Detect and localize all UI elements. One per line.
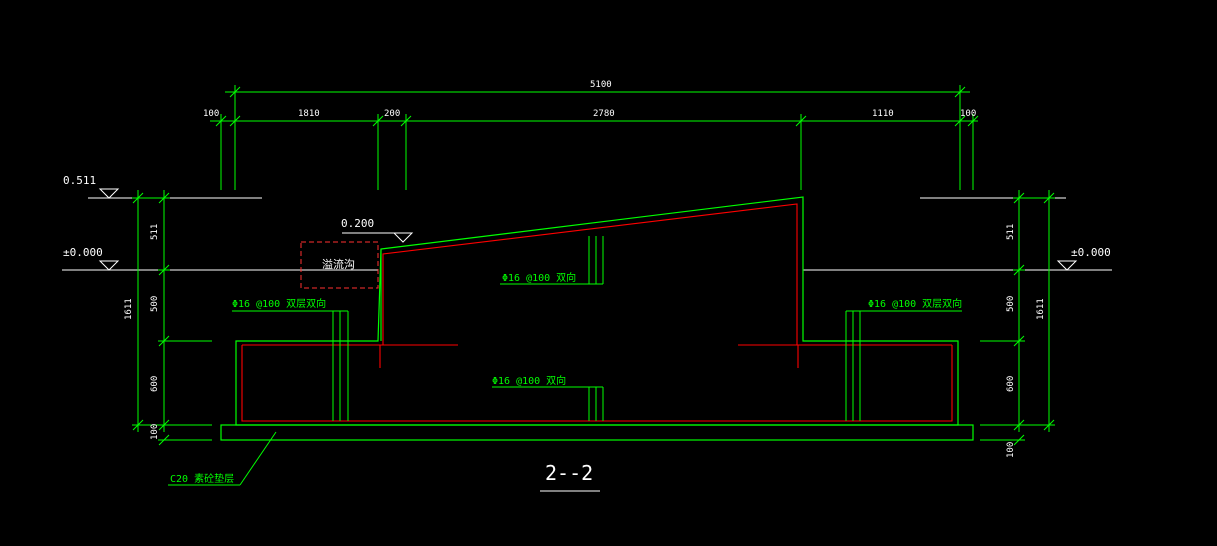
elevation-ground-left: ±0.000 [63,246,103,259]
dim-right-600: 600 [1006,376,1016,392]
elevation-ground-right: ±0.000 [1071,246,1111,259]
dim-seg-1110: 1110 [872,109,894,119]
label-rebar-slope: Φ16 @100 双向 [502,271,576,284]
dim-seg-200: 200 [384,109,400,119]
dim-left-100: 100 [150,424,160,440]
dim-right-1611: 1611 [1036,298,1046,320]
label-rebar-bottom: Φ16 @100 双向 [492,374,566,387]
dim-right-511: 511 [1006,224,1016,240]
top-dimension-chain [210,85,979,190]
dim-right-100: 100 [1006,442,1016,458]
right-dimension-texts: 511 500 600 100 1611 [1006,224,1046,458]
dim-seg-2780: 2780 [593,109,615,119]
elevation-markers [98,188,1078,271]
structure-outline [220,196,974,441]
elevation-wall-top: 0.200 [341,217,374,230]
elevation-top-left: 0.511 [63,174,96,187]
dim-seg-1810: 1810 [298,109,320,119]
top-dimension-texts: 5100 100 1810 200 2780 1110 100 [203,80,976,119]
left-dimension-chain [132,190,212,446]
overflow-ditch-box [300,241,379,289]
rebar-leaders [168,236,962,486]
rebar-annotations: Φ16 @100 双层双向 Φ16 @100 双层双向 Φ16 @100 双向 … [170,271,962,485]
rebar-lines [241,203,953,422]
dim-right-500: 500 [1006,296,1016,312]
label-overflow-ditch: 溢流沟 [322,257,355,271]
dim-seg-100-left: 100 [203,109,219,119]
label-cushion: C20 素砼垫层 [170,472,234,485]
left-dimension-texts: 511 500 600 100 1611 [124,224,160,440]
dim-left-511: 511 [150,224,160,240]
dim-seg-100-right: 100 [960,109,976,119]
label-rebar-right-wall: Φ16 @100 双层双向 [868,297,962,310]
dim-left-600: 600 [150,376,160,392]
section-title: 2--2 [545,461,593,485]
dim-left-1611: 1611 [124,298,134,320]
right-dimension-chain [980,190,1055,446]
level-lines [62,197,1112,271]
dim-left-500: 500 [150,296,160,312]
dim-total-5100: 5100 [590,80,612,90]
label-rebar-left-wall: Φ16 @100 双层双向 [232,297,326,310]
